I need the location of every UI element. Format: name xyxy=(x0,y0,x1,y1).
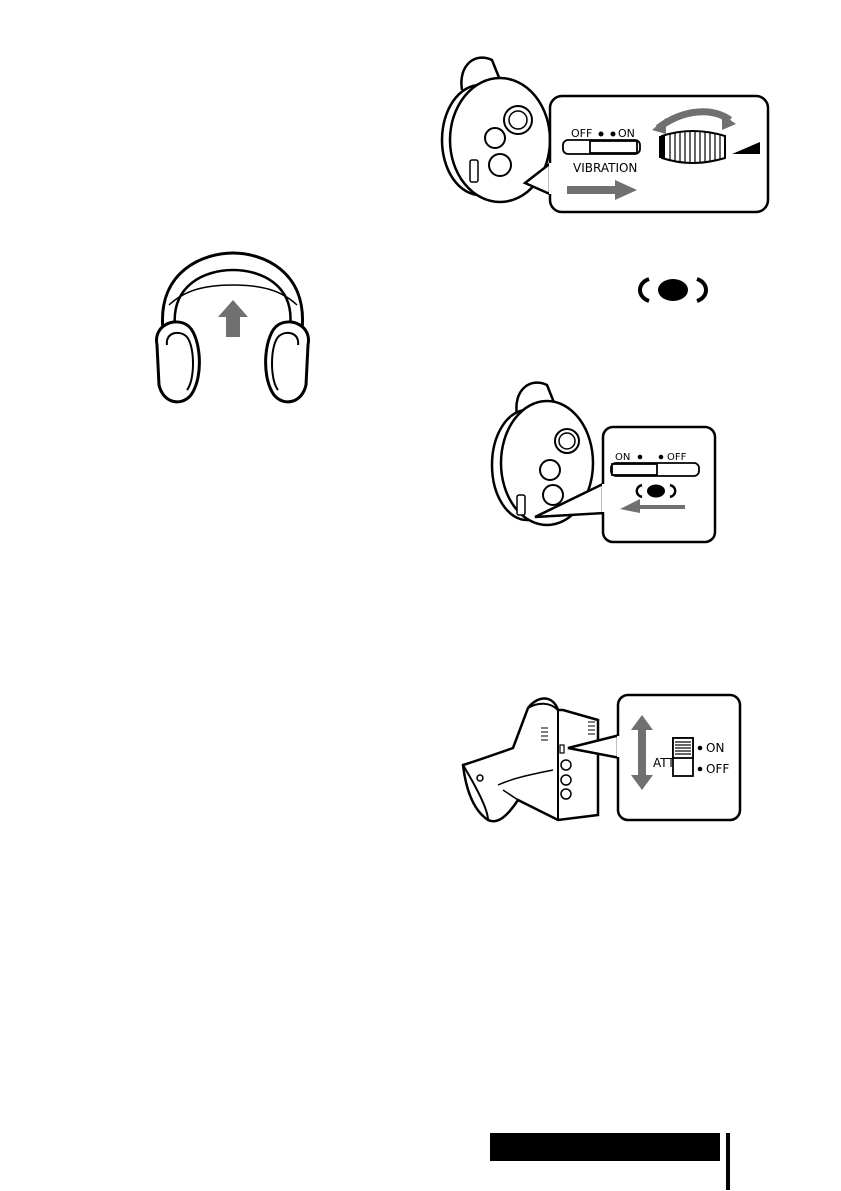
att-switch-figure: ATT ON OFF xyxy=(458,690,743,825)
vibration-off-label: OFF xyxy=(571,127,592,140)
surround-switch-figure: ON OFF xyxy=(485,375,720,550)
att-on-label: ON xyxy=(706,741,724,755)
att-name-label: ATT xyxy=(653,756,675,770)
footer-section-tab xyxy=(490,1133,720,1161)
surround-off-label: OFF xyxy=(667,452,687,463)
surround-switch-knob[interactable] xyxy=(612,464,657,475)
att-off-label: OFF xyxy=(706,762,729,776)
vibration-name-label: VIBRATION xyxy=(573,161,637,175)
vibration-on-label: ON xyxy=(618,127,635,140)
vibration-switch-figure: OFF ON VIBRATION xyxy=(430,50,775,220)
vibration-switch-knob[interactable] xyxy=(590,141,637,153)
att-switch-knob[interactable] xyxy=(673,738,693,758)
volume-dial[interactable] xyxy=(662,131,725,164)
headphones-front-figure xyxy=(145,245,320,410)
arrow-up-icon xyxy=(218,300,248,337)
footer-page-rule xyxy=(726,1133,730,1190)
surround-mode-icon xyxy=(637,275,709,305)
surround-on-label: ON xyxy=(615,452,630,463)
